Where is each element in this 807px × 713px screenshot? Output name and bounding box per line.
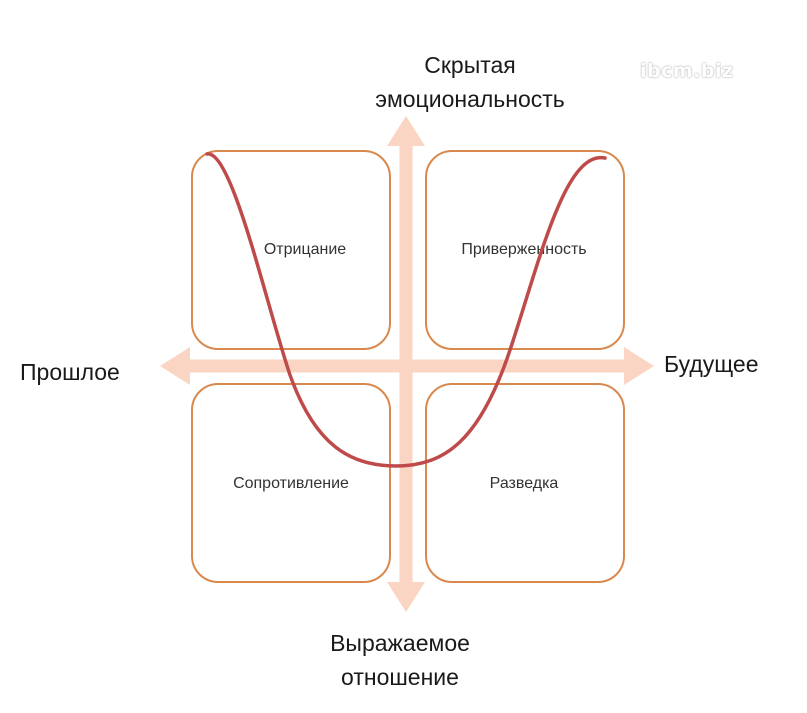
top-arrow-head <box>387 116 425 146</box>
quadrant-box-bottom-left <box>191 383 391 583</box>
quadrant-box-top-left <box>191 150 391 350</box>
axes <box>160 116 654 612</box>
axis-label-right: Будущее <box>664 351 759 377</box>
axis-label-top: Скрытая эмоциональность <box>300 48 640 116</box>
axis-label-bottom-line-2: отношение <box>341 664 459 690</box>
axis-label-top-line-1: Скрытая <box>424 52 516 78</box>
axis-label-left: Прошлое <box>20 359 120 385</box>
quadrant-label-commitment: Приверженность <box>461 241 586 258</box>
quadrant-label-denial: Отрицание <box>264 241 346 258</box>
watermark: ibcm.biz <box>640 60 734 82</box>
quadrant-label-resistance: Сопротивление <box>233 475 349 492</box>
axis-label-top-line-2: эмоциональность <box>375 86 565 112</box>
quadrant-boxes <box>191 150 625 583</box>
quadrant-label-exploration: Разведка <box>490 475 559 492</box>
quadrant-box-top-right <box>425 150 625 350</box>
quadrant-box-bottom-right <box>425 383 625 583</box>
axis-label-bottom-line-1: Выражаемое <box>330 630 470 656</box>
change-curve <box>205 152 607 468</box>
left-arrow-head <box>160 347 190 385</box>
axis-label-bottom: Выражаемое отношение <box>250 626 550 694</box>
right-arrow-head <box>624 347 654 385</box>
bottom-arrow-head <box>387 582 425 612</box>
